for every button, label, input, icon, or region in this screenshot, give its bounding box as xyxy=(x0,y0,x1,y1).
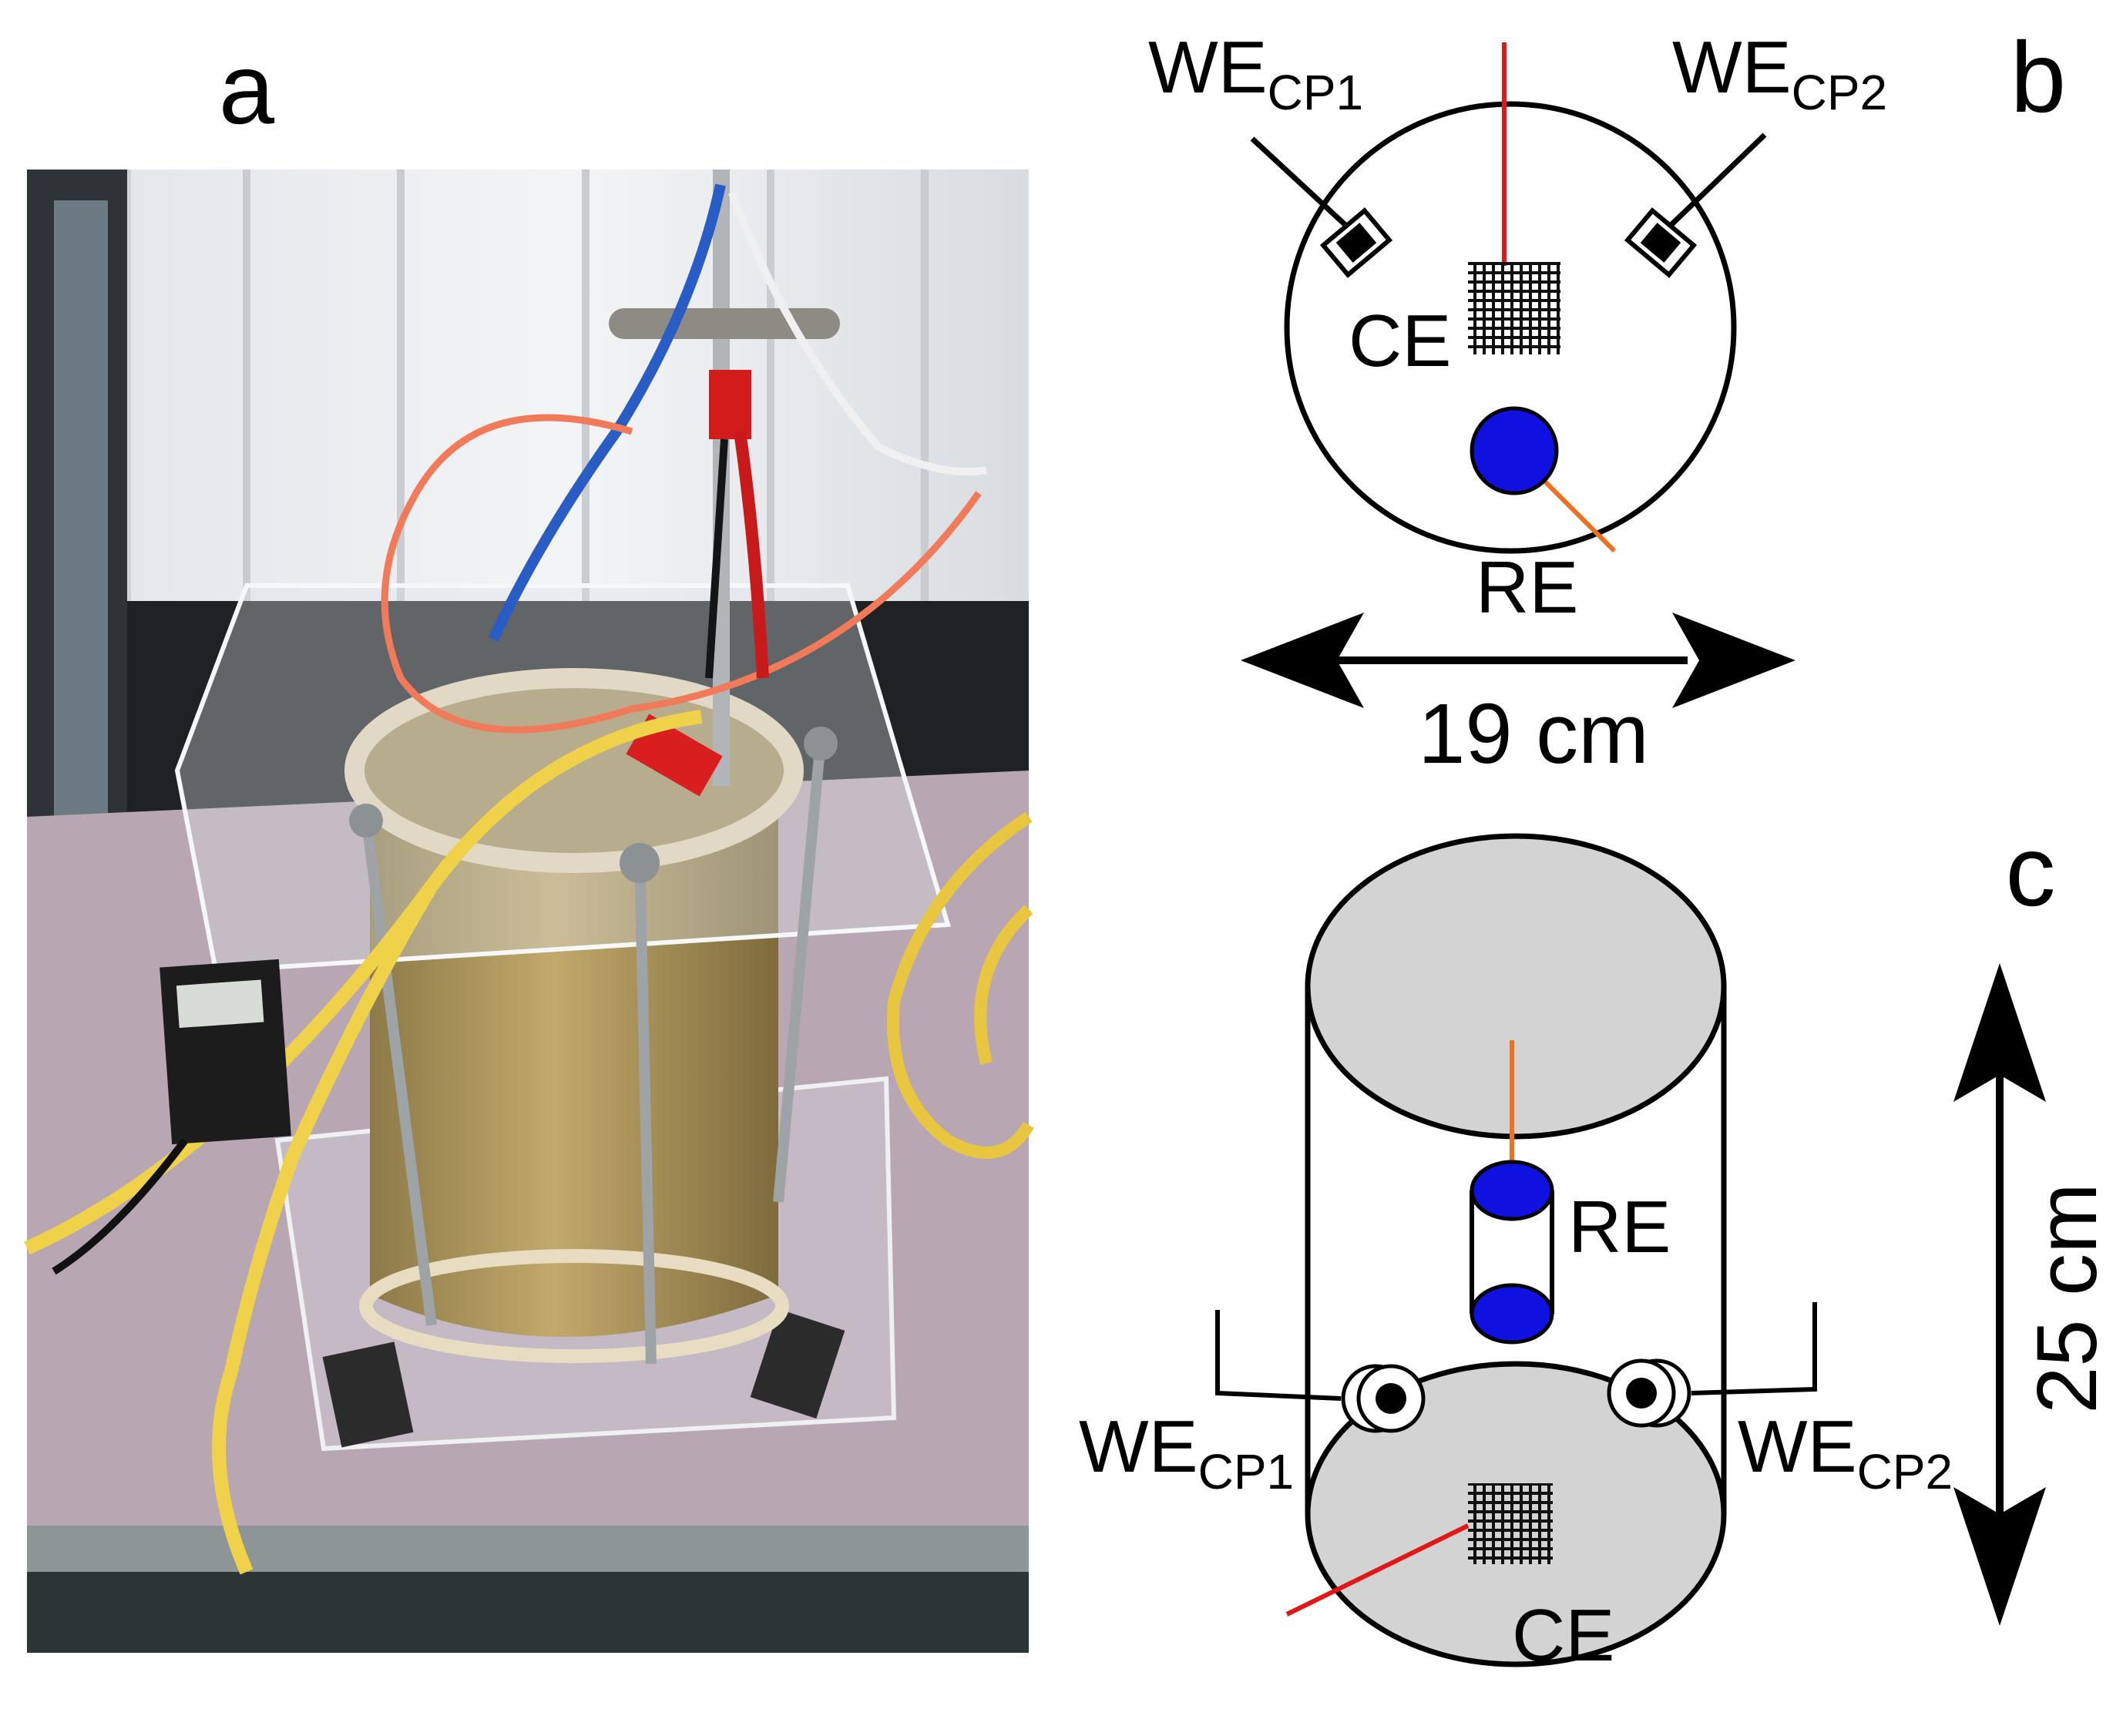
datalogger-cable xyxy=(52,1137,188,1275)
dimension-label-b: 19 cm xyxy=(1418,687,1649,781)
magnet-pad-right xyxy=(750,1309,845,1419)
dimension-label-c: 25 cm xyxy=(2020,1183,2115,1414)
cylinder-top-cap xyxy=(1305,833,1727,1140)
double-headed-arrow-icon xyxy=(1241,613,1795,708)
reference-electrode-b xyxy=(1470,406,1559,495)
panel-c: c RE WECP1 WECP xyxy=(1079,814,2115,1677)
ce-label-b: CE xyxy=(1349,300,1451,382)
wing-nut-1 xyxy=(349,804,383,838)
curtain xyxy=(131,170,1029,663)
yellow-cable-coil xyxy=(886,811,1034,1159)
panel-c-label: c xyxy=(2006,814,2056,927)
we-cp2-symbol-b xyxy=(1624,133,1767,278)
we-cp2-main-b: WE xyxy=(1672,26,1792,109)
re-label-c: RE xyxy=(1568,1186,1671,1268)
we-cp1-symbol-b xyxy=(1250,136,1393,278)
soil-cylinder xyxy=(370,778,778,1337)
rod-3 xyxy=(773,739,826,1203)
panel-a-label: a xyxy=(219,32,275,145)
mesh-electrode-icon-c xyxy=(1468,1483,1553,1564)
blue-wire xyxy=(488,183,726,642)
connector-block xyxy=(709,370,751,439)
we-cp1-sub-c: CP1 xyxy=(1198,1444,1295,1499)
wing-nut-2 xyxy=(620,843,660,883)
curtain-folds xyxy=(243,170,929,663)
we-cp1-main-b: WE xyxy=(1148,26,1268,109)
ce-label-c: CE xyxy=(1512,1594,1614,1677)
rod-1 xyxy=(361,816,437,1326)
re-top-c xyxy=(1470,1160,1554,1221)
we-cp1-label-b: WECP1 xyxy=(1148,26,1363,120)
we-cp2-main-c: WE xyxy=(1738,1405,1857,1488)
ce-lead-c xyxy=(1285,1523,1470,1617)
orange-wire xyxy=(381,414,982,734)
acrylic-top-plate xyxy=(174,583,951,974)
panel-a: a xyxy=(24,32,1034,1653)
rod-2 xyxy=(634,855,657,1365)
wing-nut-3 xyxy=(804,727,838,761)
white-wire xyxy=(728,191,987,475)
we-cp1-symbol-c xyxy=(1215,1310,1426,1433)
we-cp2-label-b: WECP2 xyxy=(1672,26,1887,120)
we-cp1-sub-b: CP1 xyxy=(1268,65,1364,120)
panel-b: b WECP1 WECP2 CE RE xyxy=(1148,21,2066,781)
red-lead xyxy=(734,430,769,679)
clamp xyxy=(609,308,840,339)
black-lead xyxy=(705,438,728,679)
mesh-electrode-icon xyxy=(1468,262,1560,354)
table-edge xyxy=(27,1526,1029,1572)
re-bottom-c xyxy=(1470,1283,1554,1345)
we-cp2-label-c: WECP2 xyxy=(1738,1405,1953,1499)
panel-b-label: b xyxy=(2010,21,2066,133)
table-shadow xyxy=(27,1572,1029,1653)
we-cp2-symbol-c xyxy=(1607,1302,1817,1428)
soil-column-photo xyxy=(24,170,1034,1653)
we-cp2-sub-b: CP2 xyxy=(1792,65,1888,120)
magnet-pad-left xyxy=(322,1341,414,1448)
we-cp2-sub-c: CP2 xyxy=(1857,1444,1953,1499)
re-label-b: RE xyxy=(1476,546,1578,629)
datalogger-screen xyxy=(176,979,264,1029)
double-headed-arrow-icon-vertical xyxy=(1953,963,2046,1626)
cylinder-bottom-rim xyxy=(359,1249,789,1363)
we-cp1-main-c: WE xyxy=(1079,1405,1198,1488)
we-cp1-label-c: WECP1 xyxy=(1079,1405,1294,1499)
